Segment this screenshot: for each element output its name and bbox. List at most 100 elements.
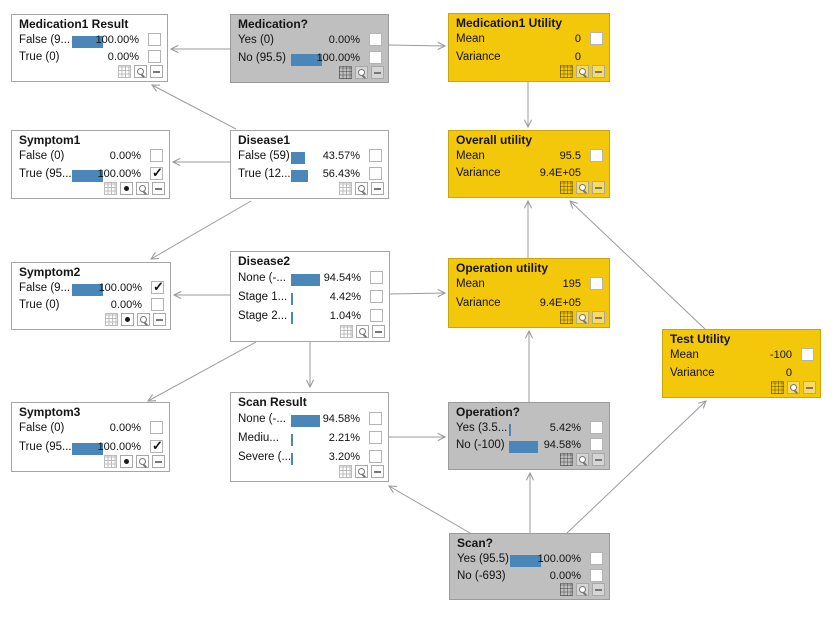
grid-icon[interactable] bbox=[105, 313, 118, 326]
collapse-icon[interactable] bbox=[371, 465, 384, 478]
evidence-checkbox[interactable] bbox=[369, 411, 382, 425]
grid-icon[interactable] bbox=[339, 182, 352, 195]
collapse-icon[interactable] bbox=[153, 313, 166, 326]
state-value: 1.04% bbox=[329, 310, 361, 323]
grid-icon[interactable] bbox=[560, 65, 573, 78]
node-operation[interactable]: Operation?Yes (3.5...5.42%No (-100)94.58… bbox=[448, 402, 610, 470]
zoom-icon[interactable] bbox=[576, 181, 589, 194]
evidence-checkbox[interactable]: ✓ bbox=[150, 165, 163, 180]
state-value: 0.00% bbox=[110, 299, 142, 312]
grid-icon[interactable] bbox=[771, 381, 784, 394]
collapse-icon[interactable] bbox=[592, 65, 605, 78]
node-title: Operation utility bbox=[456, 261, 549, 275]
grid-icon[interactable] bbox=[560, 311, 573, 324]
node-state-row: No (95.5)100.00% bbox=[231, 51, 388, 69]
grid-icon[interactable] bbox=[339, 465, 352, 478]
evidence-checkbox[interactable] bbox=[151, 298, 164, 312]
evidence-checkbox[interactable] bbox=[590, 148, 603, 162]
zoom-icon[interactable] bbox=[355, 66, 368, 79]
state-label: Yes (95.5) bbox=[457, 552, 509, 565]
evidence-checkbox[interactable]: ✓ bbox=[151, 279, 164, 294]
node-toolbar bbox=[771, 381, 816, 394]
evidence-icon[interactable] bbox=[120, 182, 133, 195]
collapse-icon[interactable] bbox=[371, 182, 384, 195]
evidence-checkbox[interactable] bbox=[590, 568, 603, 582]
zoom-icon[interactable] bbox=[134, 65, 147, 78]
zoom-icon[interactable] bbox=[136, 455, 149, 468]
evidence-checkbox[interactable] bbox=[369, 33, 382, 46]
grid-icon[interactable] bbox=[340, 325, 353, 338]
collapse-icon[interactable] bbox=[372, 325, 385, 338]
zoom-icon[interactable] bbox=[137, 313, 150, 326]
collapse-icon[interactable] bbox=[592, 453, 605, 466]
grid-icon[interactable] bbox=[104, 182, 117, 195]
grid-icon[interactable] bbox=[339, 66, 352, 79]
evidence-checkbox[interactable] bbox=[370, 270, 383, 284]
evidence-checkbox[interactable] bbox=[590, 277, 603, 291]
evidence-checkbox[interactable] bbox=[148, 50, 161, 64]
collapse-icon[interactable] bbox=[803, 381, 816, 394]
evidence-checkbox[interactable] bbox=[369, 149, 382, 162]
evidence-checkbox[interactable] bbox=[148, 32, 161, 46]
node-scan[interactable]: Scan?Yes (95.5)100.00%No (-693)0.00% bbox=[449, 533, 610, 600]
evidence-checkbox[interactable] bbox=[801, 348, 814, 361]
evidence-checkbox[interactable] bbox=[369, 51, 382, 64]
collapse-icon[interactable] bbox=[592, 311, 605, 324]
state-value: 0 bbox=[574, 51, 581, 63]
grid-icon[interactable] bbox=[560, 181, 573, 194]
zoom-icon[interactable] bbox=[576, 311, 589, 324]
zoom-icon[interactable] bbox=[356, 325, 369, 338]
evidence-icon[interactable] bbox=[120, 455, 133, 468]
node-title: Medication1 Result bbox=[19, 17, 129, 31]
zoom-icon[interactable] bbox=[576, 583, 589, 596]
state-label: False (9... bbox=[19, 33, 71, 46]
zoom-icon[interactable] bbox=[355, 465, 368, 478]
zoom-icon[interactable] bbox=[576, 65, 589, 78]
evidence-checkbox[interactable] bbox=[370, 309, 383, 323]
grid-icon[interactable] bbox=[560, 453, 573, 466]
evidence-checkbox[interactable] bbox=[590, 420, 603, 434]
evidence-checkbox[interactable] bbox=[369, 449, 382, 463]
evidence-checkbox[interactable] bbox=[590, 32, 603, 45]
evidence-checkbox[interactable] bbox=[590, 551, 603, 565]
collapse-icon[interactable] bbox=[152, 182, 165, 195]
collapse-icon[interactable] bbox=[150, 65, 163, 78]
grid-icon[interactable] bbox=[560, 583, 573, 596]
evidence-checkbox[interactable] bbox=[150, 421, 163, 435]
evidence-icon[interactable] bbox=[121, 313, 134, 326]
edge-disease2-to-symptom3 bbox=[148, 341, 257, 401]
zoom-icon[interactable] bbox=[787, 381, 800, 394]
zoom-icon[interactable] bbox=[355, 182, 368, 195]
collapse-icon[interactable] bbox=[592, 583, 605, 596]
evidence-checkbox[interactable] bbox=[370, 290, 383, 303]
evidence-checkbox[interactable] bbox=[150, 149, 163, 162]
grid-icon[interactable] bbox=[118, 65, 131, 78]
collapse-icon[interactable] bbox=[592, 181, 605, 194]
evidence-checkbox[interactable]: ✓ bbox=[150, 438, 163, 453]
grid-icon[interactable] bbox=[104, 455, 117, 468]
zoom-icon[interactable] bbox=[136, 182, 149, 195]
zoom-icon[interactable] bbox=[576, 453, 589, 466]
evidence-checkbox[interactable] bbox=[590, 438, 603, 452]
state-value: 94.58% bbox=[543, 439, 581, 452]
state-label: No (95.5) bbox=[238, 52, 286, 64]
node-title: Scan? bbox=[457, 536, 494, 550]
collapse-icon[interactable] bbox=[152, 455, 165, 468]
node-medication[interactable]: Medication?Yes (0)0.00%No (95.5)100.00% bbox=[230, 14, 389, 83]
evidence-checkbox[interactable] bbox=[369, 430, 382, 444]
node-title: Symptom2 bbox=[19, 265, 81, 279]
collapse-icon[interactable] bbox=[371, 66, 384, 79]
evidence-checkbox[interactable] bbox=[369, 167, 382, 180]
